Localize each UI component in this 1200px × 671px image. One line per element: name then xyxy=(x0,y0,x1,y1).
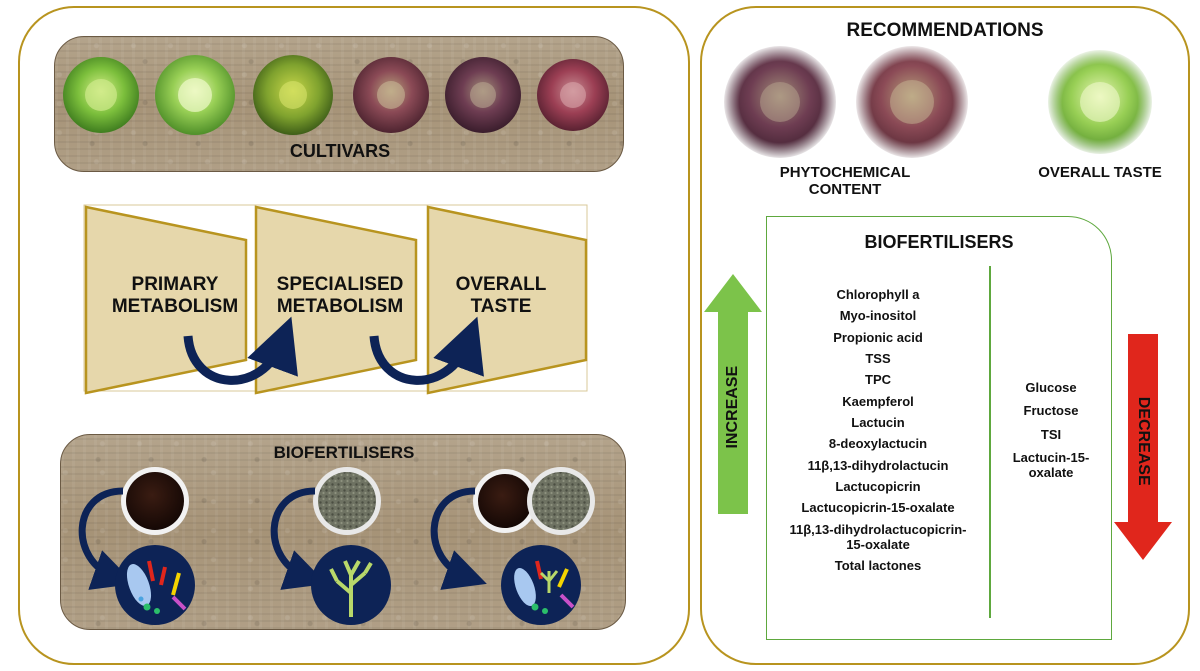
left-panel xyxy=(18,6,690,665)
curved-arrow-icon xyxy=(78,487,135,590)
flow-step-primary: PRIMARY METABOLISM xyxy=(111,274,239,317)
recommendations-title: RECOMMENDATIONS xyxy=(846,20,1044,41)
biofertilisers-results-title: BIOFERTILISERS xyxy=(864,232,1014,252)
column-divider xyxy=(989,266,991,618)
lettuce-icon xyxy=(445,57,521,133)
list-item: Lactucopicrin xyxy=(835,478,921,494)
list-item: TSS xyxy=(865,350,891,366)
decrease-label: DECREASE xyxy=(1135,396,1153,486)
list-item: 11β,13-dihydrolactucin xyxy=(807,457,949,473)
biofertilisers-results-box xyxy=(766,216,1112,640)
biofertiliser-treatments xyxy=(78,467,595,625)
lettuce-icon xyxy=(353,57,429,133)
taste-recommendation-label: OVERALL TASTE xyxy=(1038,164,1162,181)
list-item: TPC xyxy=(865,372,891,388)
cultivars-strip: CULTIVARS xyxy=(54,36,624,172)
list-item: Lactucin xyxy=(851,414,905,430)
curved-arrow-icon xyxy=(183,316,298,385)
increase-list: Chlorophyll a Myo-inositol Propionic aci… xyxy=(772,287,984,574)
lettuce-icon xyxy=(854,44,970,160)
lettuce-icon xyxy=(155,55,235,135)
microbe-cell-icon xyxy=(115,545,195,625)
curved-arrow-icon xyxy=(369,316,484,385)
phytochemical-label: PHYTOCHEMICAL CONTENT xyxy=(779,164,911,199)
list-item: Total lactones xyxy=(834,558,922,574)
flow-step-specialised: SPECIALISED METABOLISM xyxy=(276,274,404,317)
soil-pot-icon xyxy=(313,467,381,535)
lettuce-icon xyxy=(537,59,609,131)
increase-arrow-icon xyxy=(704,274,762,514)
soil-pot-icon xyxy=(121,467,189,535)
recommended-lettuces xyxy=(722,44,1154,160)
list-item: Chlorophyll a xyxy=(836,287,920,302)
list-item: 11β,13-dihydrolactucopicrin-15-oxalate xyxy=(789,521,967,552)
decrease-arrow-icon xyxy=(1114,334,1172,560)
list-item: 8-deoxylactucin xyxy=(828,436,928,452)
curved-arrow-icon xyxy=(270,487,327,590)
lettuce-icon xyxy=(63,57,139,133)
list-item: Fructose xyxy=(1023,403,1079,419)
list-item: Glucose xyxy=(1025,380,1077,395)
lettuce-icon xyxy=(1046,48,1154,156)
list-item: Myo-inositol xyxy=(839,308,917,324)
list-item: Kaempferol xyxy=(842,393,914,409)
increase-label: INCREASE xyxy=(723,365,741,449)
soil-pot-icon xyxy=(527,467,595,535)
list-item: TSI xyxy=(1040,426,1062,442)
curved-arrow-icon xyxy=(430,487,487,590)
list-item: Lactucin-15-oxalate xyxy=(1012,449,1090,481)
funnel-primary xyxy=(84,205,248,395)
biofertilisers-label: BIOFERTILISERS xyxy=(273,443,415,462)
flow-step-taste: OVERALL TASTE xyxy=(455,274,547,317)
biofertilisers-strip: BIOFERTILISERS xyxy=(60,434,626,630)
decrease-list: Glucose Fructose TSI Lactucin-15-oxalate xyxy=(996,380,1106,481)
cultivars-label: CULTIVARS xyxy=(289,141,391,161)
lettuce-icon xyxy=(722,44,838,160)
microbe-cell-icon xyxy=(311,545,391,625)
right-panel xyxy=(700,6,1190,665)
metabolism-flow-diagram xyxy=(83,204,588,395)
microbe-cell-icon xyxy=(501,545,581,625)
soil-pot-icon xyxy=(473,469,537,533)
lettuce-icon xyxy=(253,55,333,135)
list-item: Lactucopicrin-15-oxalate xyxy=(801,500,955,516)
cultivars-lettuces xyxy=(63,55,609,135)
list-item: Propionic acid xyxy=(833,329,923,345)
